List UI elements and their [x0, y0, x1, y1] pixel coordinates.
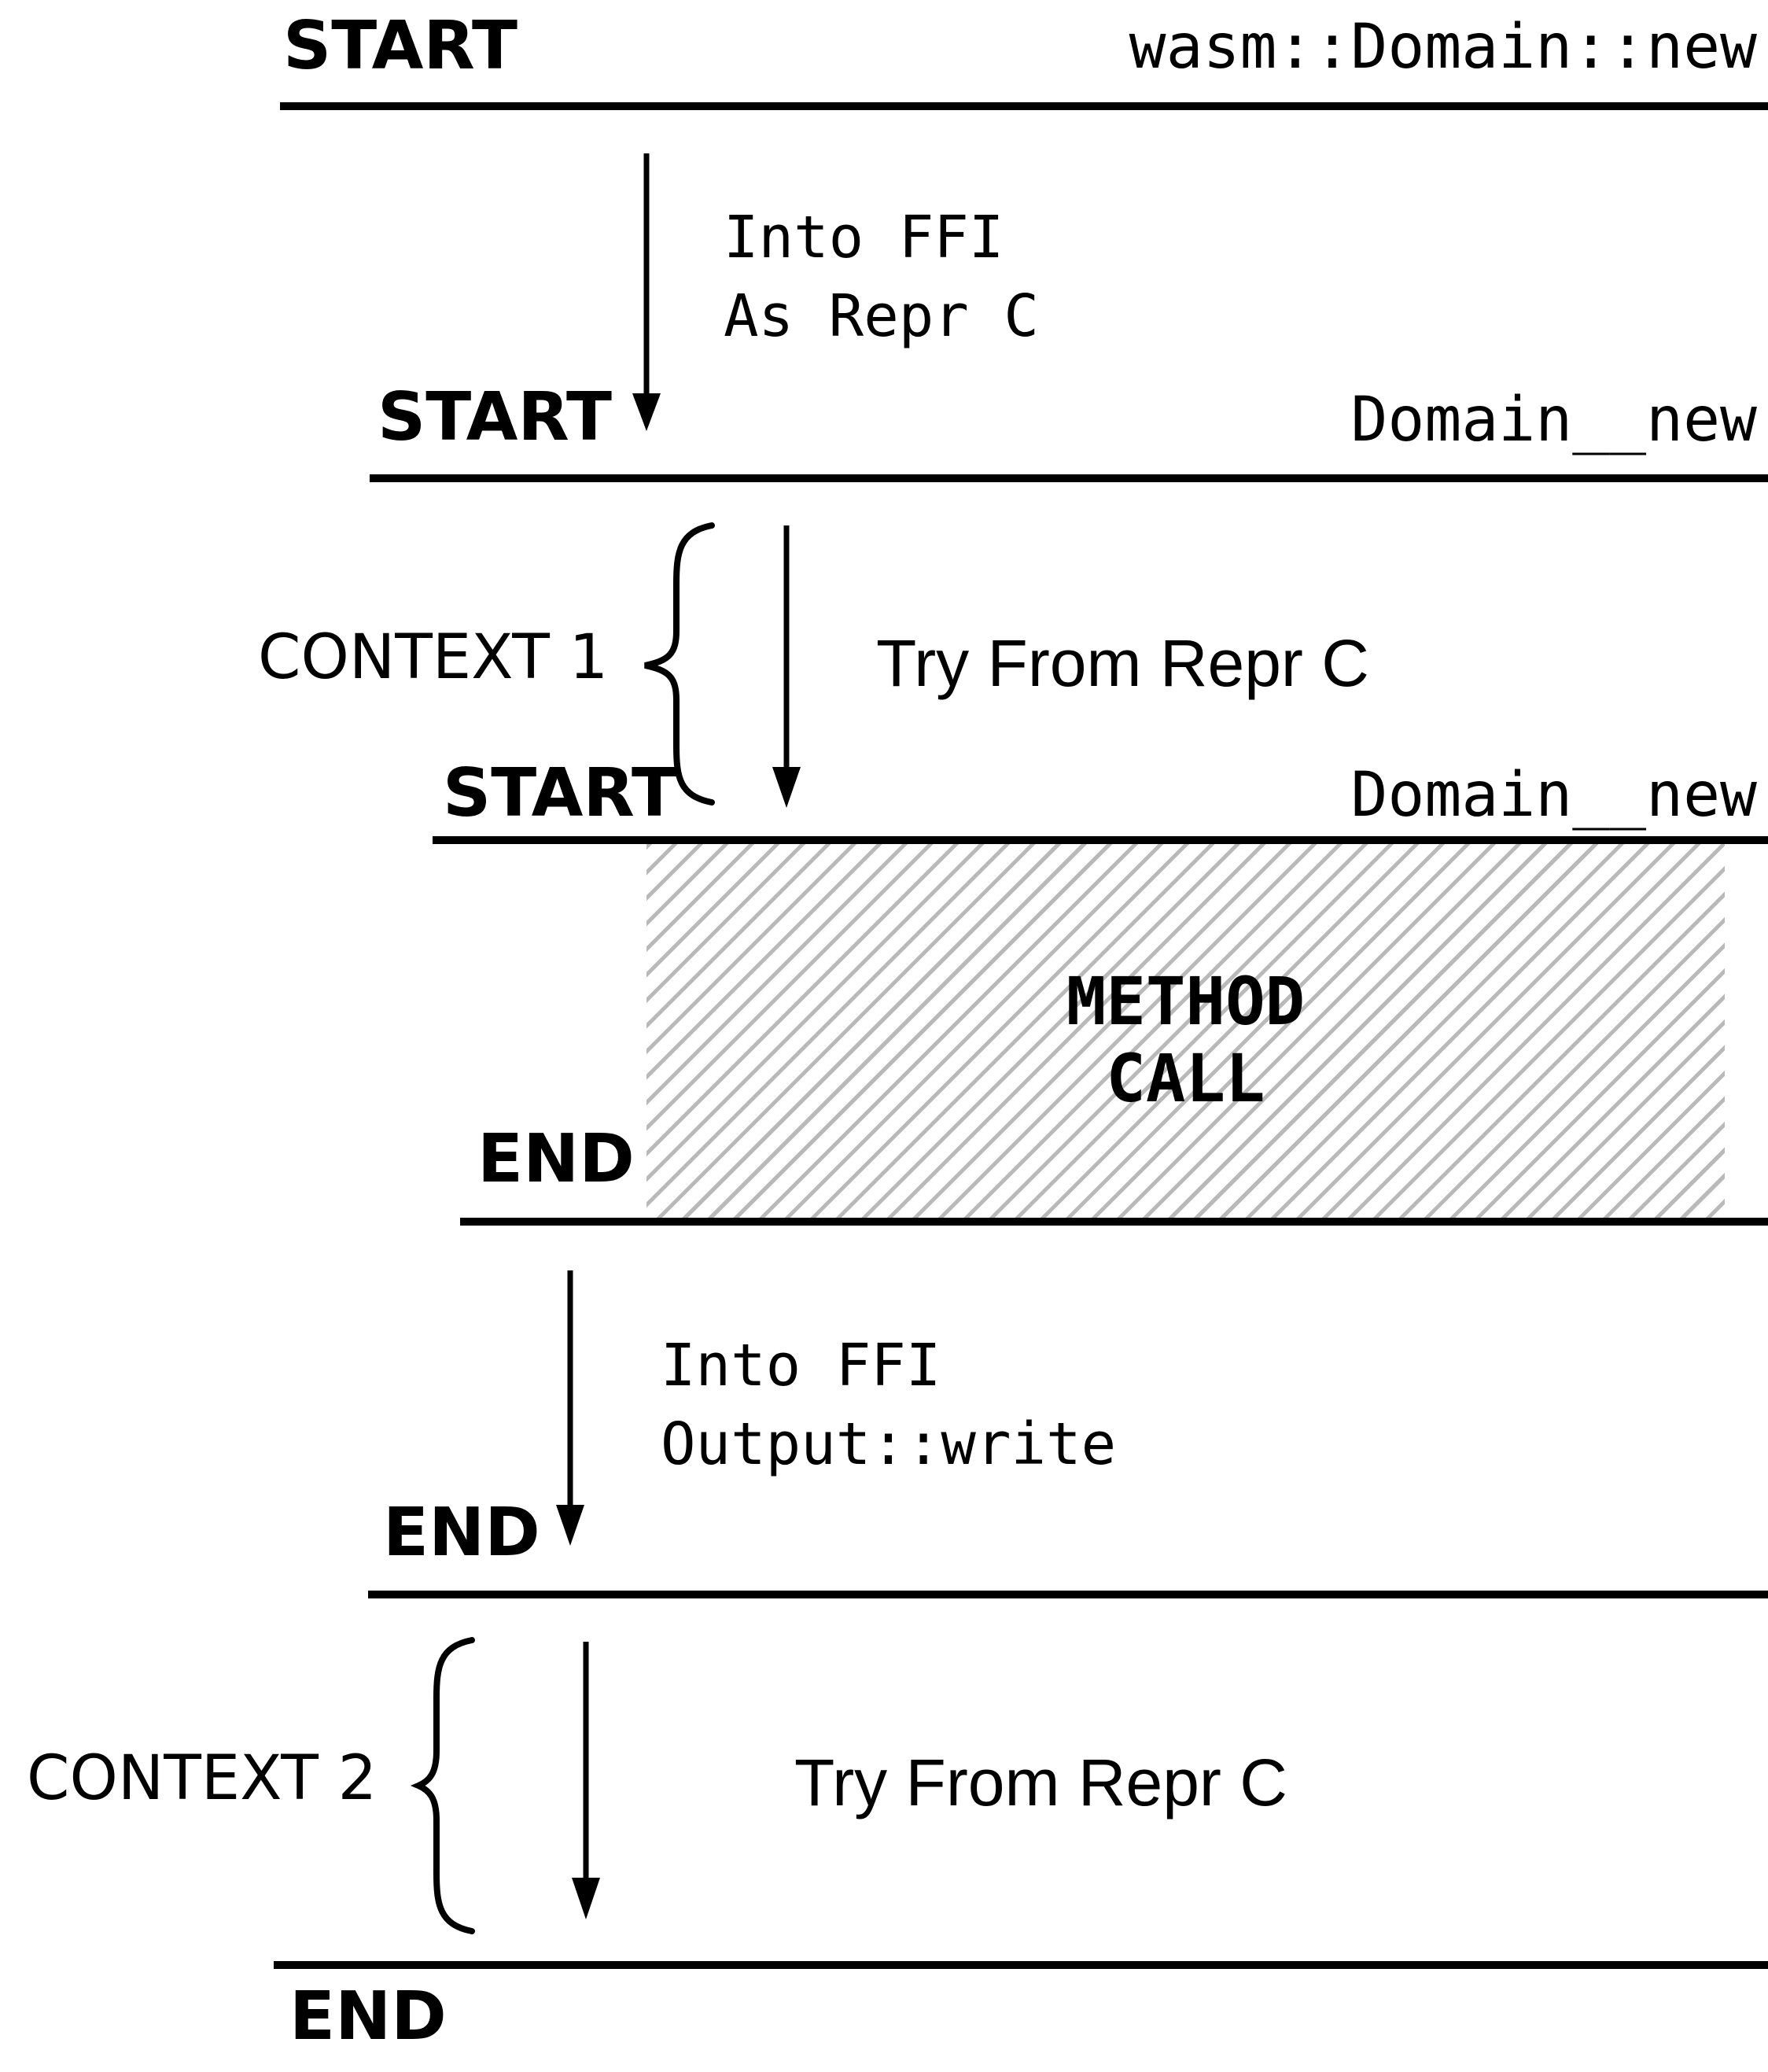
frame2-scope-name: Domain__new — [1350, 385, 1757, 455]
frame1-end-line — [274, 1961, 1768, 1969]
frame2-end-line — [368, 1591, 1768, 1598]
transition1-line2: As Repr C — [724, 282, 1039, 350]
frame1-scope-name: wasm::Domain::new — [1129, 12, 1757, 83]
method-call-label: METHOD CALL — [646, 963, 1725, 1117]
down-arrow-into-ffi-1 — [632, 153, 661, 431]
transition3-labels: Into FFI Output::write — [661, 1326, 1116, 1484]
frame1-start-line — [280, 102, 1768, 110]
frame2-start-line — [370, 474, 1768, 482]
context2-label: CONTEXT 2 — [27, 1743, 378, 1814]
context1-label: CONTEXT 1 — [258, 622, 609, 693]
transition2-label: Try From Repr C — [876, 626, 1369, 700]
method-call-line2: CALL — [1106, 1040, 1265, 1117]
frame3-end-marker: END — [477, 1120, 635, 1198]
frame3-end-line — [460, 1218, 1768, 1226]
transition1-line1: Into FFI — [724, 204, 1004, 271]
transition3-line1: Into FFI — [661, 1332, 941, 1399]
frame1-start-marker: START — [283, 7, 518, 85]
frame2-end-marker: END — [383, 1494, 540, 1572]
frame3-start-marker: START — [443, 754, 677, 832]
frame2-start-marker: START — [378, 378, 612, 456]
context2-brace-icon — [410, 1637, 475, 1934]
frame3-start-line — [433, 836, 1768, 844]
transition1-labels: Into FFI As Repr C — [724, 198, 1039, 356]
method-call-line1: METHOD — [1066, 963, 1306, 1040]
down-arrow-try-from-repr-c-2 — [572, 1642, 600, 1919]
frame3-scope-name: Domain__new — [1350, 760, 1757, 831]
method-call-hatch-region — [646, 844, 1725, 1218]
down-arrow-try-from-repr-c-1 — [772, 525, 801, 808]
transition4-label: Try From Repr C — [794, 1746, 1287, 1819]
frame1-end-marker: END — [289, 1978, 447, 2055]
down-arrow-into-ffi-2 — [556, 1270, 584, 1546]
transition3-line2: Output::write — [661, 1410, 1117, 1478]
